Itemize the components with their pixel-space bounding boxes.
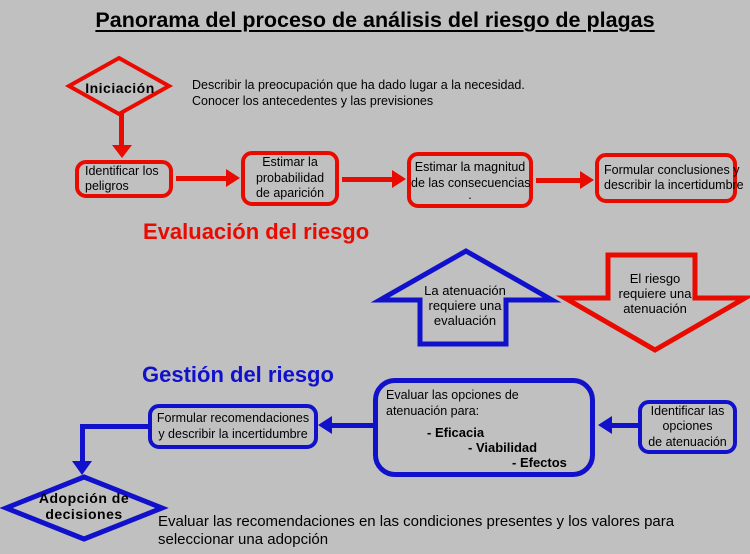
box-line: Estimar la xyxy=(262,155,318,170)
box-identify-options: Identificar las opciones de atenuación xyxy=(638,400,737,454)
arrow-down-red-icon xyxy=(112,112,132,159)
label-line: Adopción de xyxy=(38,490,130,506)
decision-diamond-icon xyxy=(0,474,169,542)
page-title: Panorama del proceso de análisis del rie… xyxy=(95,8,655,32)
box-line: opciones xyxy=(662,419,713,434)
box-line: Identificar los xyxy=(85,163,159,178)
box-line: Formular conclusiones y xyxy=(604,162,740,177)
initiation-description-line: Describir la preocupación que ha dado lu… xyxy=(192,78,525,92)
evaluate-item: - Eficacia xyxy=(427,425,485,440)
box-line: describir la incertidumbre xyxy=(604,178,744,192)
box-line: Evaluar las opciones de xyxy=(386,388,519,402)
arrow-left-blue-icon xyxy=(318,416,373,434)
block-arrow-down-icon xyxy=(555,252,750,353)
box-line: Estimar la magnitud xyxy=(414,160,526,174)
label-line: La atenuación xyxy=(424,283,506,298)
arrow-left-blue-icon xyxy=(598,416,638,434)
box-line: . xyxy=(468,188,472,202)
arrow-right-red-icon xyxy=(342,170,406,188)
footer-note: Evaluar las recomendaciones en las condi… xyxy=(158,513,738,549)
box-recommendations: Formular recomendaciones y describir la … xyxy=(148,404,318,449)
arrow-elbow-down-blue-icon xyxy=(71,420,148,475)
box-estimate-magnitude: Estimar la magnitud de las consecuencias… xyxy=(407,152,533,208)
box-line: y describir la incertidumbre xyxy=(158,426,308,441)
box-estimate-probability: Estimar la probabilidad de aparición xyxy=(241,151,339,206)
box-line: Formular recomendaciones xyxy=(156,411,310,425)
box-identify-hazards: Identificar los peligros xyxy=(75,160,173,198)
evaluate-item: - Viabilidad xyxy=(468,440,538,455)
box-line: probabilidad xyxy=(255,170,325,185)
box-line: de las consecuencias xyxy=(411,175,531,190)
initiation-diamond-label: Iniciación xyxy=(85,80,155,96)
initiation-description-line: Conocer los antecedentes y las prevision… xyxy=(192,94,434,108)
label-line: requiere una xyxy=(618,286,692,301)
risk-assessment-heading: Evaluación del riesgo xyxy=(143,219,370,244)
label-line: El riesgo xyxy=(629,271,681,286)
footer-note-line: Evaluar las recomendaciones en las condi… xyxy=(158,513,675,530)
box-evaluate-options: Evaluar las opciones de atenuación para:… xyxy=(373,378,595,477)
initiation-description: Describir la preocupación que ha dado lu… xyxy=(192,77,612,109)
box-formulate-conclusions: Formular conclusiones y describir la inc… xyxy=(595,153,744,203)
label-line: atenuación xyxy=(623,301,687,316)
block-arrow-up-icon xyxy=(370,248,562,347)
risk-management-heading: Gestión del riesgo xyxy=(142,362,334,387)
label-line: requiere una xyxy=(428,298,502,313)
block-arrow-down-label: El riesgo requiere una atenuación xyxy=(585,271,725,316)
decision-diamond-label: Adopción de decisiones xyxy=(20,490,148,522)
arrow-right-red-icon xyxy=(176,169,240,187)
box-line: Identificar las xyxy=(650,403,725,418)
evaluate-item: - Efectos xyxy=(512,455,567,470)
label-line: evaluación xyxy=(433,313,497,328)
box-line: atenuación para: xyxy=(386,404,480,418)
footer-note-line: seleccionar una adopción xyxy=(158,531,329,548)
box-line: peligros xyxy=(85,179,129,193)
block-arrow-up-label: La atenuación requiere una evaluación xyxy=(390,283,540,328)
label-line: decisiones xyxy=(45,506,123,522)
box-line: de atenuación xyxy=(648,434,727,449)
arrow-right-red-icon xyxy=(536,171,594,189)
box-line: de aparición xyxy=(255,186,325,201)
